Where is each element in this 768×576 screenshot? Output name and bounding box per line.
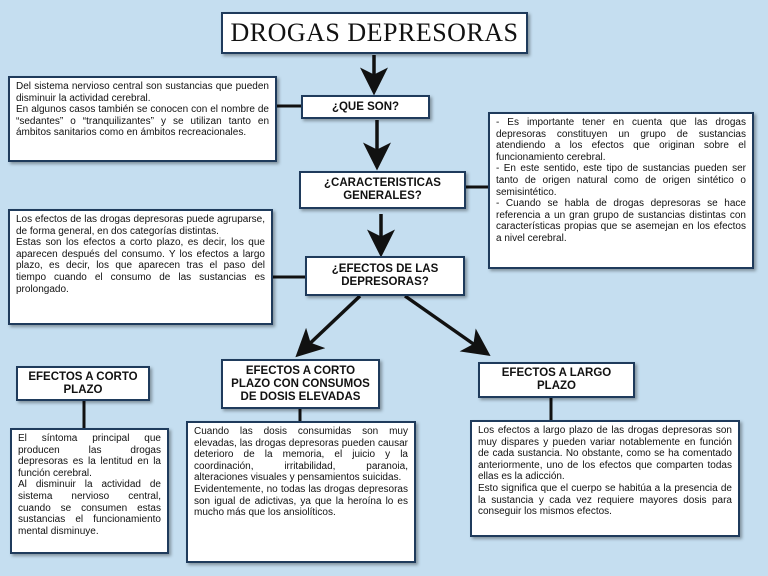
arrow-efectos-to-corto-dosis bbox=[295, 294, 362, 358]
text-que-son: Del sistema nervioso central son sustanc… bbox=[8, 76, 277, 162]
node-corto-plazo: EFECTOS A CORTO PLAZO bbox=[16, 366, 150, 401]
text-corto-dosis: Cuando las dosis consumidas son muy elev… bbox=[186, 421, 416, 563]
node-efectos: ¿EFECTOS DE LAS DEPRESORAS? bbox=[305, 256, 465, 296]
text-corto-plazo: El síntoma principal que producen las dr… bbox=[10, 428, 169, 554]
diagram-title: DROGAS DEPRESORAS bbox=[221, 12, 528, 54]
node-que-son: ¿QUE SON? bbox=[301, 95, 430, 119]
node-largo-plazo: EFECTOS A LARGO PLAZO bbox=[478, 362, 635, 398]
arrow-efectos-to-largo-plazo bbox=[403, 294, 491, 357]
text-caracteristicas: - Es importante tener en cuenta que las … bbox=[488, 112, 754, 269]
node-caracteristicas: ¿CARACTERISTICAS GENERALES? bbox=[299, 171, 466, 209]
node-corto-dosis: EFECTOS A CORTO PLAZO CON CONSUMOS DE DO… bbox=[221, 359, 380, 409]
text-largo-plazo: Los efectos a largo plazo de las drogas … bbox=[470, 420, 740, 537]
text-efectos: Los efectos de las drogas depresoras pue… bbox=[8, 209, 273, 325]
